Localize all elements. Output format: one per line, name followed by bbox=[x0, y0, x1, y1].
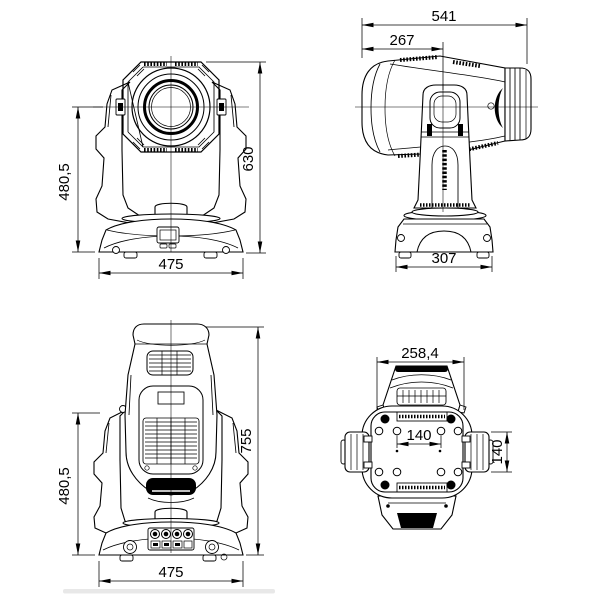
side-dimensions: 541 267 307 bbox=[361, 8, 528, 272]
front-yoke-arm-left bbox=[95, 81, 141, 224]
side-lens-hood bbox=[504, 67, 532, 142]
bottom-corner-bolt bbox=[446, 480, 456, 490]
bottom-corner-bolt bbox=[446, 414, 456, 424]
front-display-panel bbox=[156, 226, 180, 244]
front-view: 480,5 630 475 bbox=[56, 56, 266, 279]
rear-knob-left bbox=[123, 540, 137, 554]
side-view: 541 267 307 bbox=[355, 8, 538, 272]
side-tilt-lock-knob bbox=[487, 102, 495, 110]
front-yoke-arm-right bbox=[201, 81, 247, 224]
front-centerlines bbox=[93, 56, 249, 252]
bottom-head-top bbox=[376, 365, 467, 414]
bottom-vent-slots bbox=[396, 411, 448, 493]
side-lens-shadow bbox=[494, 88, 503, 128]
bottom-handle-right bbox=[461, 431, 494, 473]
rear-view: 480,5 755 475 bbox=[56, 320, 264, 587]
rear-foot-left bbox=[119, 554, 134, 562]
dim-side-total-depth: 541 bbox=[431, 8, 456, 25]
dim-rear-base-width: 475 bbox=[158, 564, 183, 581]
side-yoke-arm bbox=[403, 84, 487, 222]
dim-front-total-height: 630 bbox=[240, 146, 257, 171]
dim-rear-total-height: 755 bbox=[238, 428, 255, 453]
front-foot-left bbox=[123, 251, 138, 259]
bottom-corner-bolt bbox=[380, 480, 390, 490]
rear-upper-vent-grille bbox=[146, 350, 194, 376]
front-menu-button bbox=[168, 243, 177, 249]
front-menu-button bbox=[159, 243, 168, 249]
dim-bottom-head-width: 258,4 bbox=[401, 345, 439, 362]
dim-side-base-depth: 307 bbox=[431, 250, 456, 267]
bottom-head-bottom bbox=[377, 495, 457, 530]
rear-foot-right bbox=[202, 554, 217, 562]
bottom-head-grille bbox=[396, 387, 447, 406]
rear-knob-right bbox=[205, 540, 219, 554]
dim-bottom-hole-spacing-h: 140 bbox=[406, 427, 431, 444]
dim-side-axis-depth: 267 bbox=[389, 32, 414, 49]
side-centerlines bbox=[355, 84, 538, 212]
dim-bottom-hole-spacing-v: 140 bbox=[489, 439, 506, 464]
rear-dimensions: 480,5 755 475 bbox=[56, 326, 264, 587]
bottom-view: 258,4 140 140 bbox=[340, 345, 512, 530]
bottom-handle-left bbox=[340, 431, 373, 473]
dim-front-base-width: 475 bbox=[158, 256, 183, 273]
side-foot bbox=[398, 251, 412, 259]
side-foot bbox=[476, 251, 490, 259]
dim-rear-axis-height: 480,5 bbox=[56, 467, 73, 505]
page-artifact-strip bbox=[63, 589, 275, 594]
bottom-corner-bolt bbox=[380, 414, 390, 424]
rear-yoke-arm-left bbox=[93, 405, 139, 537]
bottom-dimensions: 258,4 140 140 bbox=[376, 345, 512, 473]
bottom-base-plate bbox=[361, 405, 473, 499]
bottom-front-window bbox=[397, 513, 437, 528]
rear-yoke-arm-right bbox=[203, 409, 249, 537]
front-foot-right bbox=[203, 251, 218, 259]
side-base bbox=[394, 218, 494, 259]
front-dimensions: 480,5 630 475 bbox=[56, 61, 266, 279]
bottom-mount-holes bbox=[374, 426, 463, 477]
dim-front-axis-height: 480,5 bbox=[56, 163, 73, 201]
